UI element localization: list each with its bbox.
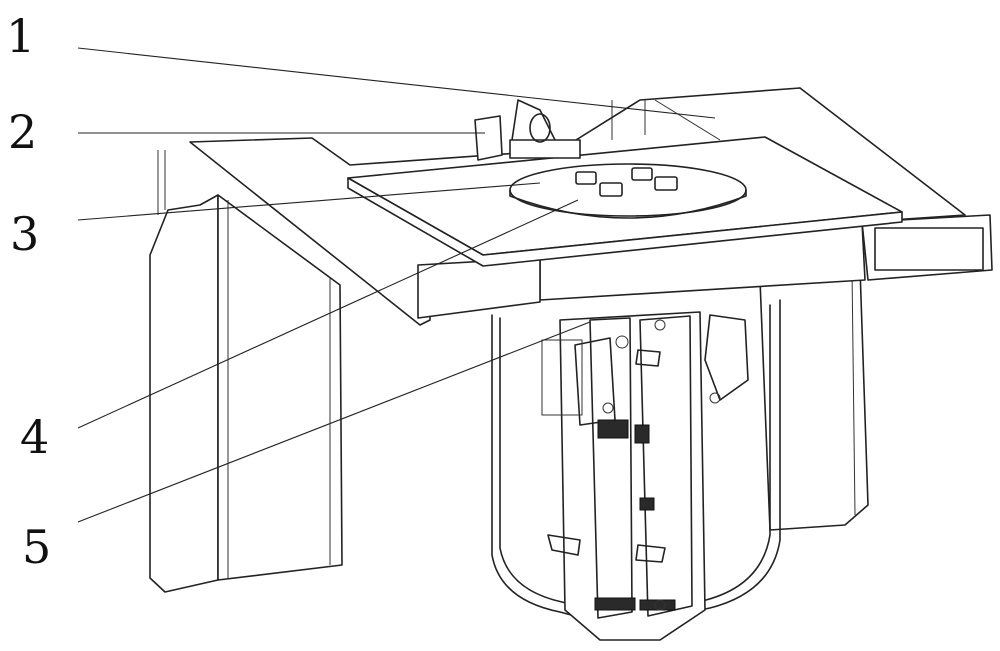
label-2: 2 (8, 105, 37, 159)
label-1: 1 (6, 9, 35, 63)
central-mechanism (542, 312, 748, 640)
label-3: 3 (10, 207, 39, 261)
part-number-labels: 1 2 3 4 5 (6, 9, 51, 574)
label-4: 4 (20, 410, 49, 464)
label-5: 5 (22, 520, 51, 574)
lifting-lug (475, 100, 580, 160)
